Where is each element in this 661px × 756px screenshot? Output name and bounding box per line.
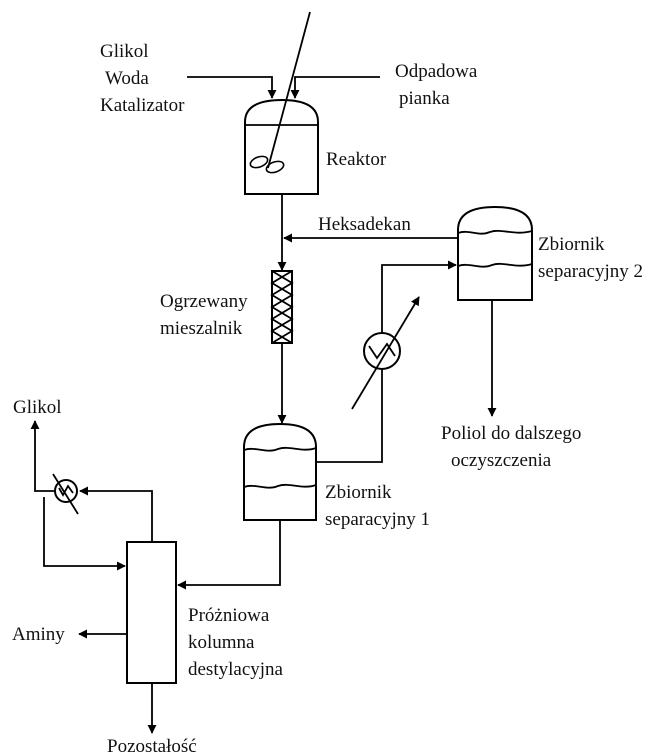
residue-label: Pozostałość bbox=[107, 736, 197, 756]
heated-mixer bbox=[270, 270, 294, 344]
mixer-label-1: Ogrzewany bbox=[160, 291, 248, 312]
glycol-out-label: Glikol bbox=[13, 397, 62, 418]
mixer-label-2: mieszalnik bbox=[160, 318, 243, 339]
amines-label: Aminy bbox=[12, 624, 65, 645]
column-top-line bbox=[79, 486, 153, 542]
reflux-line bbox=[43, 497, 126, 571]
impeller-blade-left bbox=[249, 155, 269, 169]
column-label-3: destylacyjna bbox=[188, 659, 284, 680]
vacuum-distillation-column bbox=[126, 541, 177, 684]
waste-foam-label-1: Odpadowa bbox=[395, 61, 478, 82]
waste-foam-label-2: pianka bbox=[399, 88, 450, 109]
feed-inlet-line bbox=[187, 76, 277, 99]
polyol-label-1: Poliol do dalszego bbox=[441, 423, 581, 444]
separation-tank-1 bbox=[243, 422, 317, 521]
exchanger-to-tank2-line bbox=[381, 260, 457, 333]
tank1-to-exchanger-line bbox=[316, 369, 383, 463]
impeller-blade-right bbox=[265, 160, 285, 174]
heat-exchanger-left bbox=[52, 473, 79, 515]
reactor-vessel bbox=[244, 11, 319, 195]
hexadecane-label: Heksadekan bbox=[318, 214, 411, 235]
glycol-out-line bbox=[30, 420, 55, 492]
separation-tank-2 bbox=[457, 205, 533, 301]
feed-label-catalyst: Katalizator bbox=[100, 95, 185, 116]
tank2-label-2: separacyjny 2 bbox=[538, 261, 643, 282]
heat-exchanger-right bbox=[351, 296, 420, 410]
column-label-2: kolumna bbox=[188, 632, 255, 653]
feed-label-glycol: Glikol bbox=[100, 41, 149, 62]
tank1-to-column-line bbox=[177, 520, 281, 590]
feed-label-water: Woda bbox=[105, 68, 149, 89]
column-label-1: Próżniowa bbox=[188, 605, 270, 626]
tank1-label-2: separacyjny 1 bbox=[325, 509, 430, 530]
polyol-label-2: oczyszczenia bbox=[451, 450, 552, 471]
waste-foam-inlet-line bbox=[290, 76, 380, 99]
tank2-label-1: Zbiornik bbox=[538, 234, 605, 255]
tank1-label-1: Zbiornik bbox=[325, 482, 392, 503]
reactor-label: Reaktor bbox=[326, 149, 387, 170]
agitator-shaft bbox=[267, 11, 311, 169]
